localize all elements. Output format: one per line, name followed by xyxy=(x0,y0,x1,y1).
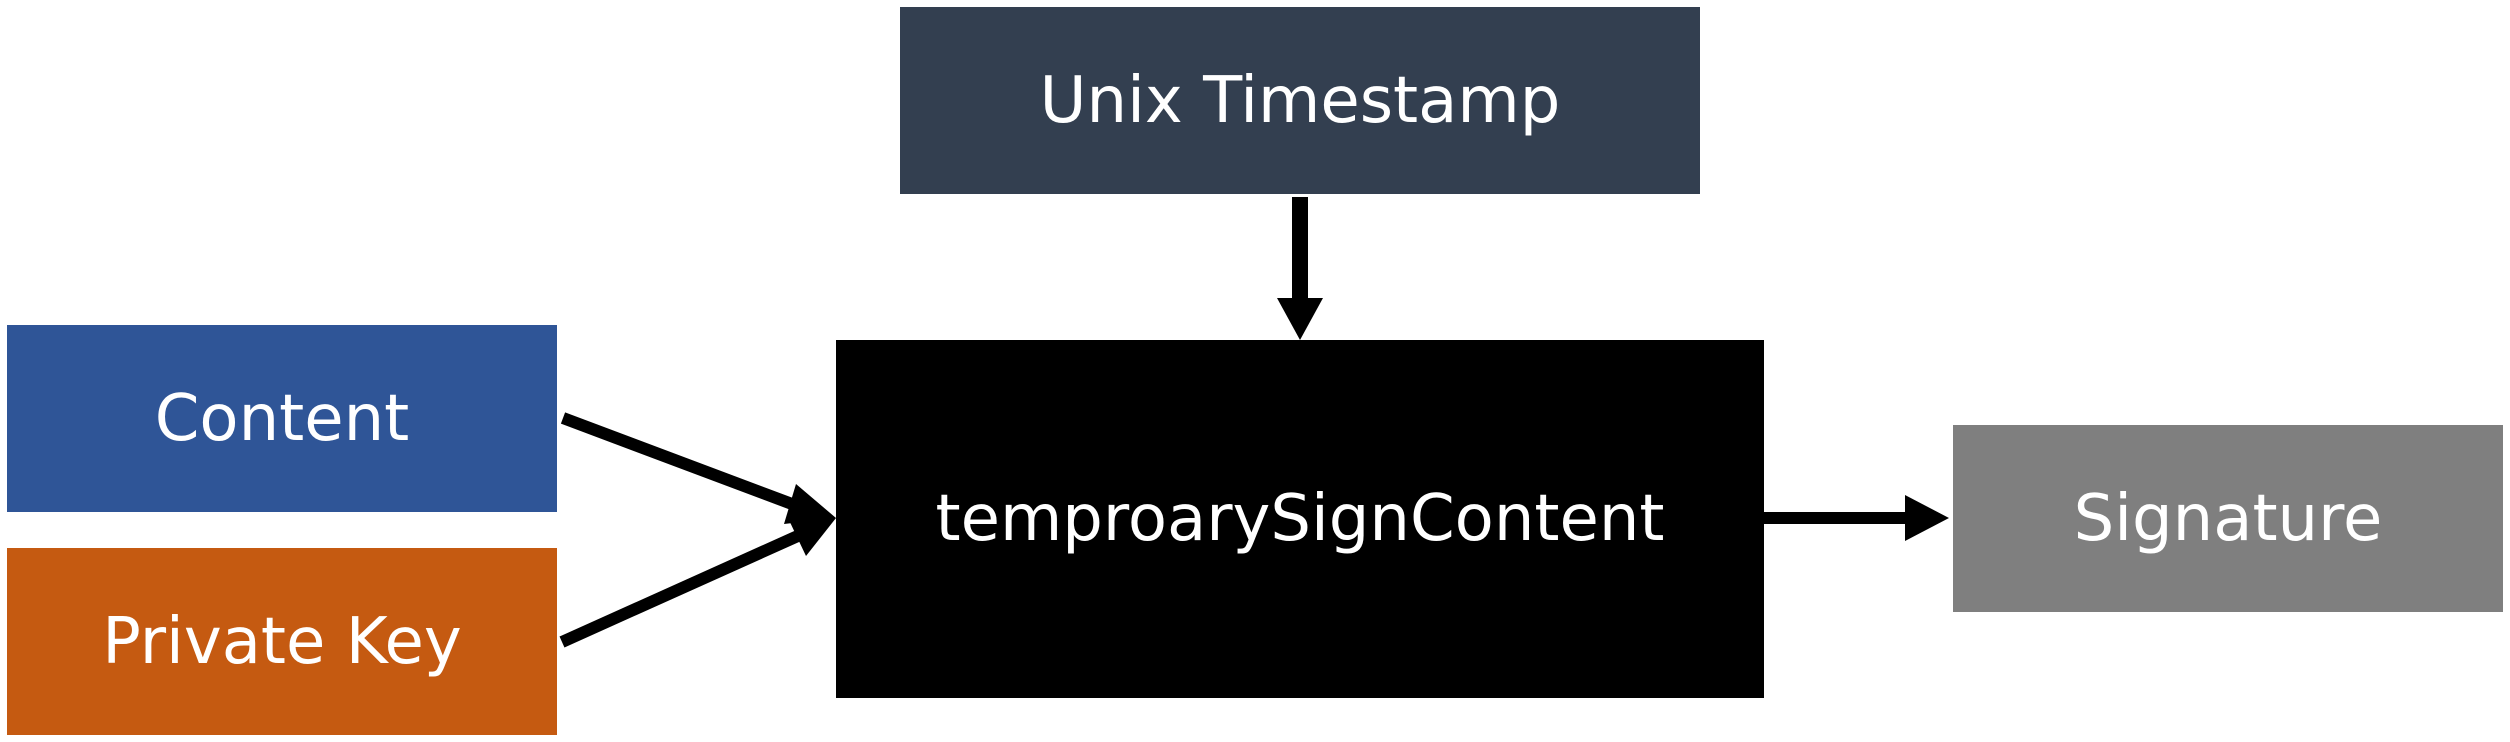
signature-node: Signature xyxy=(1953,425,2503,612)
edge-content-to-temp xyxy=(560,412,836,524)
content-node: Content xyxy=(7,325,557,512)
edge-key-to-temp xyxy=(559,518,836,648)
edge-unix-to-temp xyxy=(1277,197,1323,340)
edge-temp-to-signature xyxy=(1764,495,1949,541)
temporary-sign-content-label: temproarySignContent xyxy=(935,482,1665,556)
private-key-node: Private Key xyxy=(7,548,557,735)
temporary-sign-content-node: temproarySignContent xyxy=(836,340,1764,698)
content-label: Content xyxy=(154,381,410,456)
unix-timestamp-label: Unix Timestamp xyxy=(1039,63,1561,138)
unix-timestamp-node: Unix Timestamp xyxy=(900,7,1700,194)
signature-label: Signature xyxy=(2073,481,2383,556)
private-key-label: Private Key xyxy=(102,604,462,679)
